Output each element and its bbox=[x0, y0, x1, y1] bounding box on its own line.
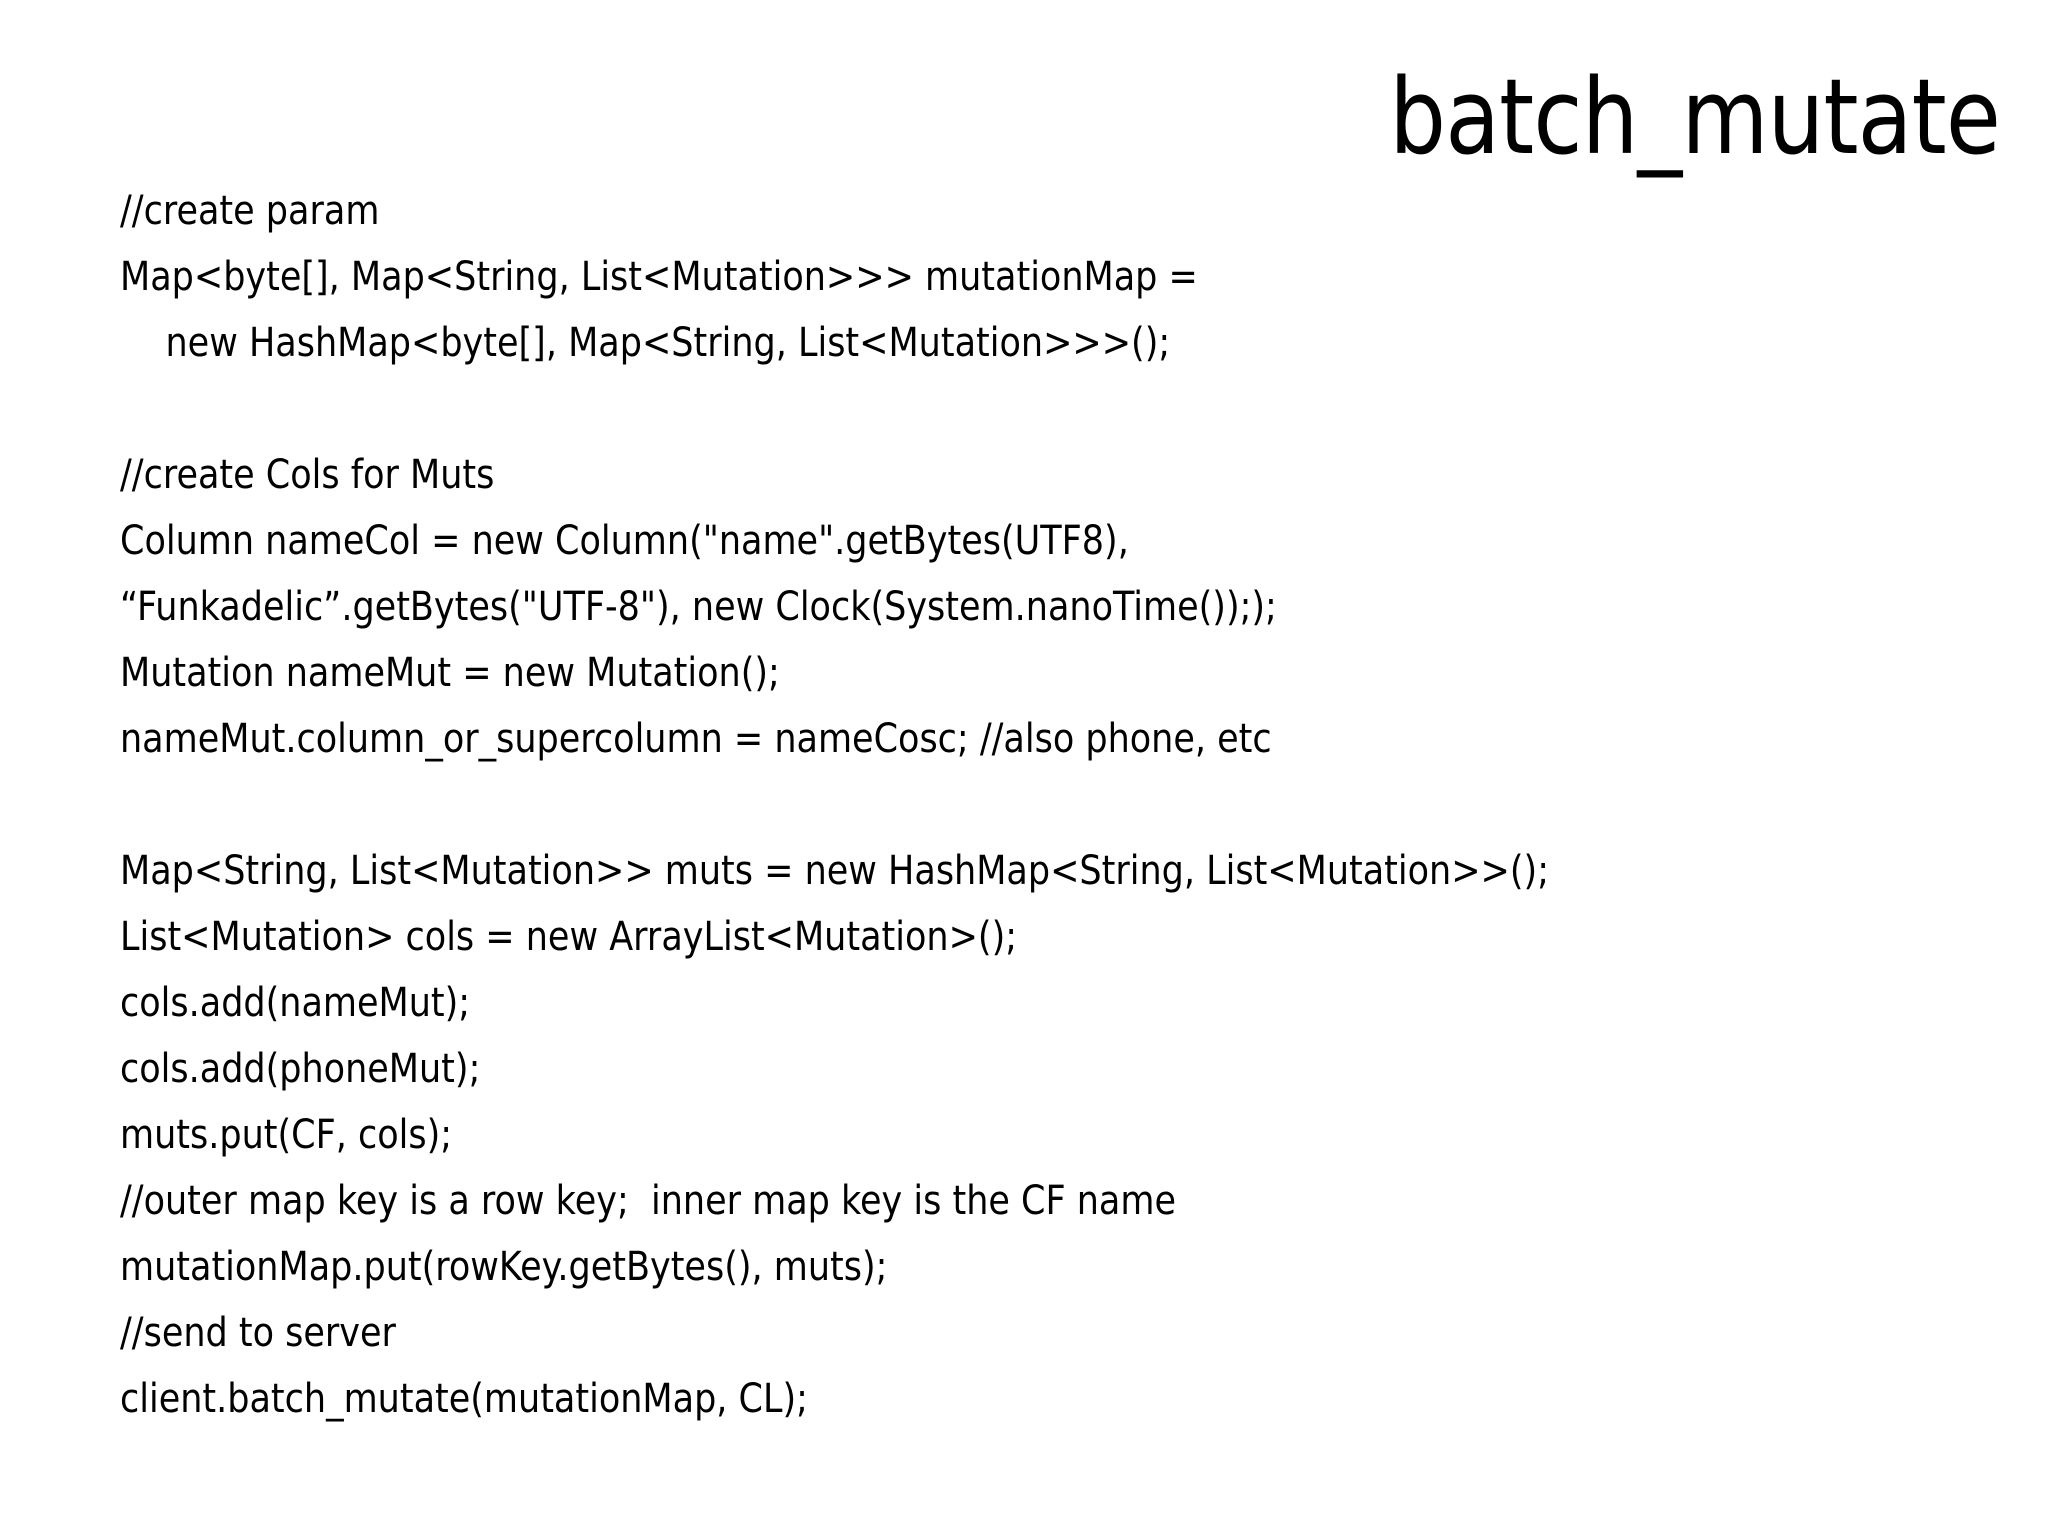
code-line: nameMut.column_or_supercolumn = nameCosc… bbox=[120, 716, 1272, 762]
code-line: Column nameCol = new Column("name".getBy… bbox=[120, 518, 1129, 564]
code-line: //send to server bbox=[120, 1310, 396, 1356]
code-line: //create param bbox=[120, 188, 380, 234]
code-line: //outer map key is a row key; inner map … bbox=[120, 1178, 1177, 1224]
code-line: client.batch_mutate(mutationMap, CL); bbox=[120, 1376, 808, 1422]
code-line: mutationMap.put(rowKey.getBytes(), muts)… bbox=[120, 1244, 888, 1290]
code-line: cols.add(phoneMut); bbox=[120, 1046, 481, 1092]
code-line: //create Cols for Muts bbox=[120, 452, 495, 498]
code-line: Map<String, List<Mutation>> muts = new H… bbox=[120, 848, 1549, 894]
code-line: “Funkadelic”.getBytes("UTF-8"), new Cloc… bbox=[120, 584, 1277, 630]
code-line-blank bbox=[120, 376, 1713, 442]
code-line-blank bbox=[120, 772, 1713, 838]
code-line: Map<byte[], Map<String, List<Mutation>>>… bbox=[120, 254, 1198, 300]
code-line: Mutation nameMut = new Mutation(); bbox=[120, 650, 780, 696]
code-line: new HashMap<byte[], Map<String, List<Mut… bbox=[165, 320, 1171, 366]
code-line: muts.put(CF, cols); bbox=[120, 1112, 453, 1158]
page-title: batch_mutate bbox=[1389, 56, 2001, 178]
code-line: cols.add(nameMut); bbox=[120, 980, 471, 1026]
code-line: List<Mutation> cols = new ArrayList<Muta… bbox=[120, 914, 1018, 960]
